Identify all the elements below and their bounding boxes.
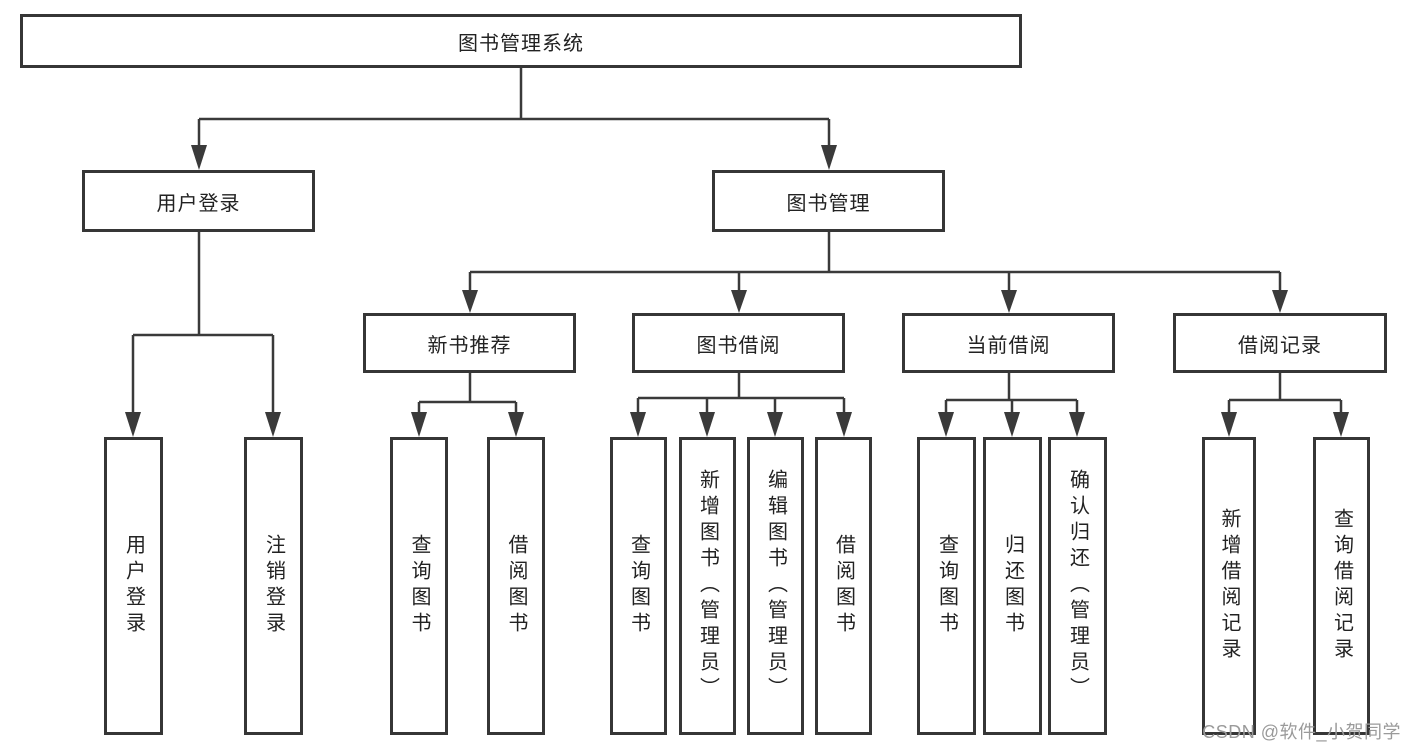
node-label: 图书借阅 — [696, 334, 781, 357]
node-root: 图书管理系统 — [20, 14, 1022, 68]
leaf-label: 确认归还（管理员） — [1066, 469, 1089, 703]
leaf-label: 归还图书 — [1001, 534, 1024, 638]
leaf-label: 编辑图书（管理员） — [764, 469, 787, 703]
node-label: 图书管理系统 — [458, 32, 584, 55]
node-label: 借阅记录 — [1238, 334, 1322, 357]
leaf-records-query: 查询借阅记录 — [1313, 437, 1370, 735]
leaf-label: 查询图书 — [408, 534, 430, 638]
leaf-borrow-query: 查询图书 — [610, 437, 667, 735]
node-label: 图书管理 — [786, 192, 871, 215]
leaf-newbook-query: 查询图书 — [390, 437, 448, 735]
leaf-logout: 注销登录 — [244, 437, 303, 735]
leaf-label: 查询图书 — [627, 534, 650, 638]
leaf-current-query: 查询图书 — [917, 437, 976, 735]
watermark: CSDN @软件_小贺同学 — [1202, 722, 1401, 742]
node-user-login: 用户登录 — [82, 170, 315, 232]
leaf-label: 查询借阅记录 — [1330, 508, 1353, 664]
node-current-borrow: 当前借阅 — [902, 313, 1115, 373]
leaf-borrow-borrow: 借阅图书 — [815, 437, 872, 735]
leaf-label: 注销登录 — [262, 534, 285, 638]
leaf-user-login: 用户登录 — [104, 437, 163, 735]
leaf-label: 借阅图书 — [832, 534, 855, 638]
leaf-current-return: 归还图书 — [983, 437, 1042, 735]
node-book-management: 图书管理 — [712, 170, 945, 232]
leaf-label: 新增借阅记录 — [1218, 508, 1240, 664]
leaf-label: 用户登录 — [122, 534, 145, 638]
leaf-label: 查询图书 — [935, 534, 958, 638]
node-label: 当前借阅 — [966, 334, 1051, 357]
leaf-borrow-add-admin: 新增图书（管理员） — [679, 437, 736, 735]
node-label: 用户登录 — [156, 192, 241, 215]
node-borrow-records: 借阅记录 — [1173, 313, 1387, 373]
leaf-label: 借阅图书 — [505, 534, 527, 638]
node-book-borrow: 图书借阅 — [632, 313, 845, 373]
leaf-newbook-borrow: 借阅图书 — [487, 437, 545, 735]
leaf-borrow-edit-admin: 编辑图书（管理员） — [747, 437, 804, 735]
leaf-label: 新增图书（管理员） — [696, 469, 719, 703]
node-new-book-recommend: 新书推荐 — [363, 313, 576, 373]
leaf-records-add: 新增借阅记录 — [1202, 437, 1256, 735]
node-label: 新书推荐 — [427, 334, 512, 357]
leaf-current-confirm-admin: 确认归还（管理员） — [1048, 437, 1107, 735]
